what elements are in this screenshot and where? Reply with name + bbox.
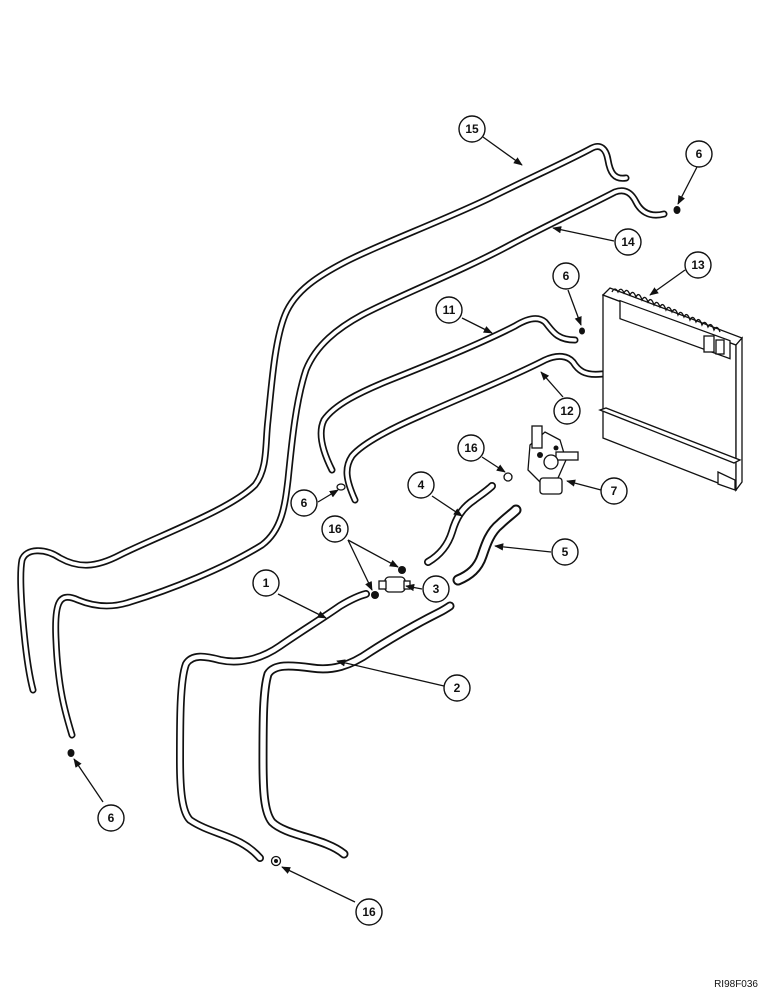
callout-6d: 6	[97, 804, 125, 832]
svg-text:6: 6	[563, 269, 570, 283]
svg-text:12: 12	[560, 404, 574, 418]
hose-11	[317, 315, 579, 474]
callout-4: 4	[407, 471, 435, 499]
fitting-6c	[336, 483, 346, 491]
svg-text:3: 3	[433, 582, 440, 596]
callout-13: 13	[684, 251, 712, 279]
hose-1	[176, 590, 370, 862]
svg-text:7: 7	[611, 484, 618, 498]
callout-14: 14	[614, 228, 642, 256]
svg-text:5: 5	[562, 545, 569, 559]
svg-text:6: 6	[301, 496, 308, 510]
valve-7	[527, 425, 579, 495]
fitting-16a	[503, 472, 513, 482]
svg-text:13: 13	[691, 258, 705, 272]
callout-12: 12	[553, 397, 581, 425]
callout-6a: 6	[685, 140, 713, 168]
callout-1: 1	[252, 569, 280, 597]
cooler-13	[598, 287, 744, 492]
svg-text:4: 4	[418, 478, 425, 492]
hose-5	[452, 504, 522, 586]
svg-text:15: 15	[465, 122, 479, 136]
fitting-6d	[67, 749, 75, 757]
figure-id: RI98F036	[714, 979, 758, 990]
callout-16c: 16	[355, 898, 383, 926]
svg-text:1: 1	[263, 576, 270, 590]
callout-16b: 16	[321, 515, 349, 543]
callout-15: 15	[458, 115, 486, 143]
svg-text:16: 16	[328, 522, 342, 536]
fitting-16b2	[398, 566, 406, 574]
callout-16a: 16	[457, 434, 485, 462]
hose-14	[52, 187, 668, 739]
fitting-6a	[673, 206, 681, 214]
svg-text:6: 6	[696, 147, 703, 161]
svg-text:16: 16	[362, 905, 376, 919]
hose-2	[258, 601, 455, 859]
svg-text:16: 16	[464, 441, 478, 455]
fitting-markers	[67, 206, 681, 867]
svg-text:11: 11	[443, 303, 456, 317]
callout-3: 3	[422, 575, 450, 603]
svg-text:2: 2	[454, 681, 461, 695]
callout-11: 11	[435, 296, 463, 324]
hose-15	[17, 143, 630, 694]
hose-12	[343, 352, 606, 504]
callout-6c: 6	[290, 489, 318, 517]
callout-2: 2	[443, 674, 471, 702]
filter-3	[378, 576, 411, 593]
svg-text:6: 6	[108, 811, 115, 825]
fitting-6b	[579, 327, 585, 335]
callout-5: 5	[551, 538, 579, 566]
leader-lines	[73, 136, 698, 903]
svg-text:14: 14	[621, 235, 635, 249]
callout-7: 7	[600, 477, 628, 505]
fitting-16b1	[371, 591, 379, 599]
callout-6b: 6	[552, 262, 580, 290]
